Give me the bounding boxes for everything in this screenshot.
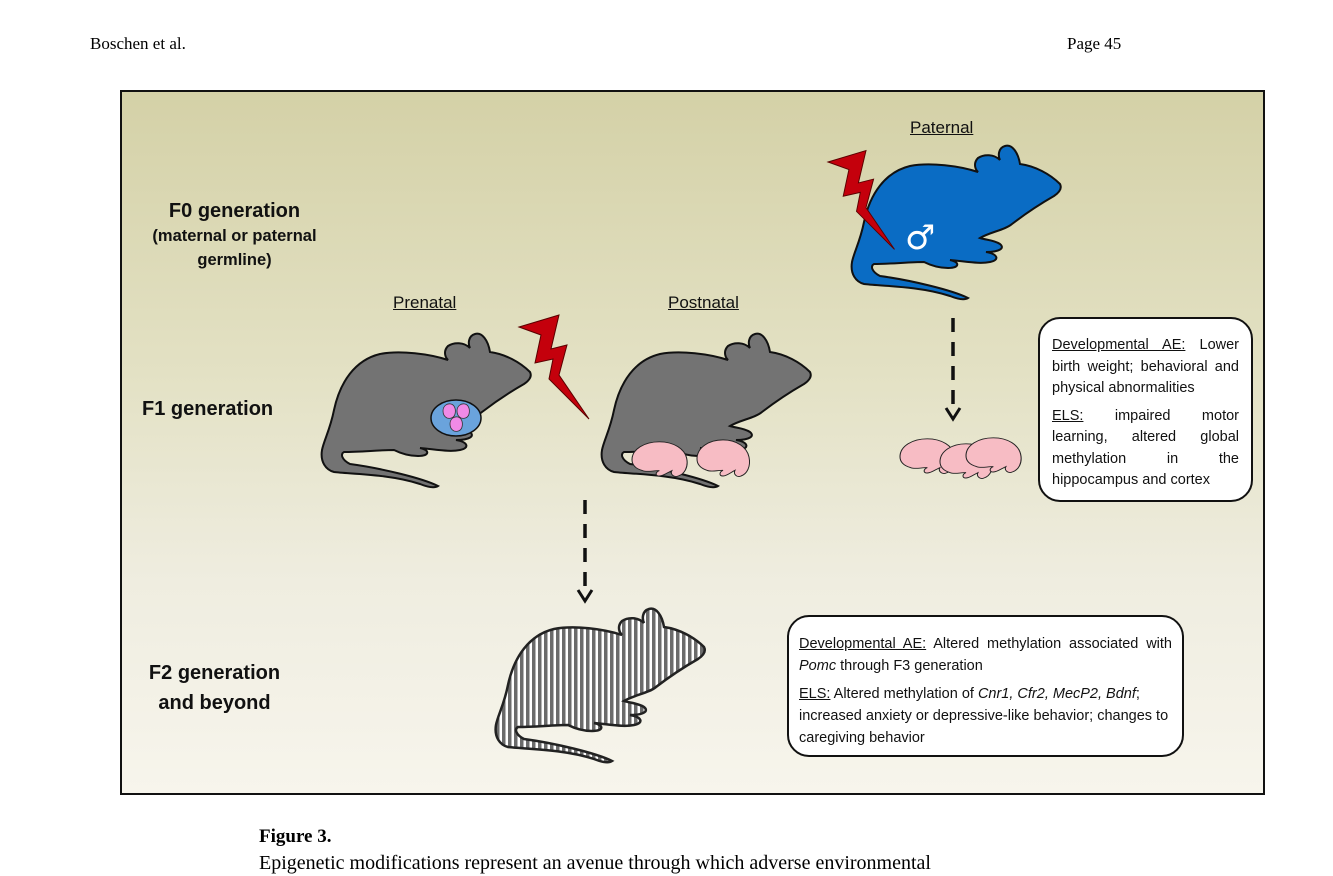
paternal-mouse <box>850 144 1062 301</box>
embryo-icon <box>449 416 463 432</box>
male-symbol-icon: ♂ <box>905 218 935 258</box>
f1-generation-label: F1 generation <box>142 398 274 420</box>
figure-panel: F0 generation (maternal or paternal germ… <box>120 90 1265 795</box>
figure-caption-text: Epigenetic modifications represent an av… <box>259 852 931 874</box>
embryo-icon <box>442 403 456 419</box>
f0-subtitle-1: (maternal or paternal <box>152 227 317 245</box>
f1-els-text: ELS: impaired motor learning, altered gl… <box>1052 407 1239 489</box>
prenatal-label: Prenatal <box>393 293 457 312</box>
figure-caption: Figure 3. Epigenetic modifications repre… <box>259 824 931 876</box>
running-head-page-number: Page 45 <box>1067 34 1122 53</box>
f1-effects-box: Developmental AE: Lower birth weight; be… <box>1038 317 1253 502</box>
f2-dev-ae-text: Developmental AE: Altered methylation as… <box>799 636 1172 674</box>
dev-ae-label: Developmental AE: <box>1052 337 1186 353</box>
paternal-pups <box>899 437 1022 479</box>
f2-title-2: and beyond <box>158 692 271 714</box>
paternal-label: Paternal <box>910 118 974 137</box>
f2-title-1: F2 generation <box>148 662 281 684</box>
f2-effects-box: Developmental AE: Altered methylation as… <box>787 615 1184 757</box>
dev-ae-label: Developmental AE: <box>799 636 927 652</box>
els-label: ELS: <box>799 686 831 702</box>
paternal-dashed-arrow <box>944 318 962 422</box>
figure-caption-title: Figure 3. <box>259 826 332 847</box>
gene-names: Cnr1, Cfr2, MecP2, Bdnf <box>977 686 1136 702</box>
pup <box>696 439 751 478</box>
figure-illustrations: ♂ <box>320 144 1062 764</box>
f2-generation-label: F2 generation and beyond <box>132 658 297 718</box>
f0-title: F0 generation <box>168 200 301 222</box>
lightning-bolt-icon <box>518 314 590 420</box>
f0-subtitle-2: germline) <box>197 251 272 269</box>
f2-els-text: ELS: Altered methylation of Cnr1, Cfr2, … <box>799 686 1169 746</box>
f1-to-f2-dashed-arrow <box>576 500 594 604</box>
prenatal-mouse <box>320 332 532 489</box>
f0-generation-label: F0 generation (maternal or paternal germ… <box>132 198 337 272</box>
postnatal-mouse <box>600 332 812 489</box>
els-label: ELS: <box>1052 407 1084 424</box>
postnatal-label: Postnatal <box>668 293 739 312</box>
gene-name: Pomc <box>799 658 837 674</box>
blue-mouse-body <box>850 144 1062 301</box>
f2-striped-mouse <box>494 607 706 764</box>
running-head-author: Boschen et al. <box>90 34 186 53</box>
embryo-icon <box>456 403 470 419</box>
f1-dev-ae-text: Developmental AE: Lower birth weight; be… <box>1052 337 1239 396</box>
gray-mouse-body <box>320 332 532 489</box>
